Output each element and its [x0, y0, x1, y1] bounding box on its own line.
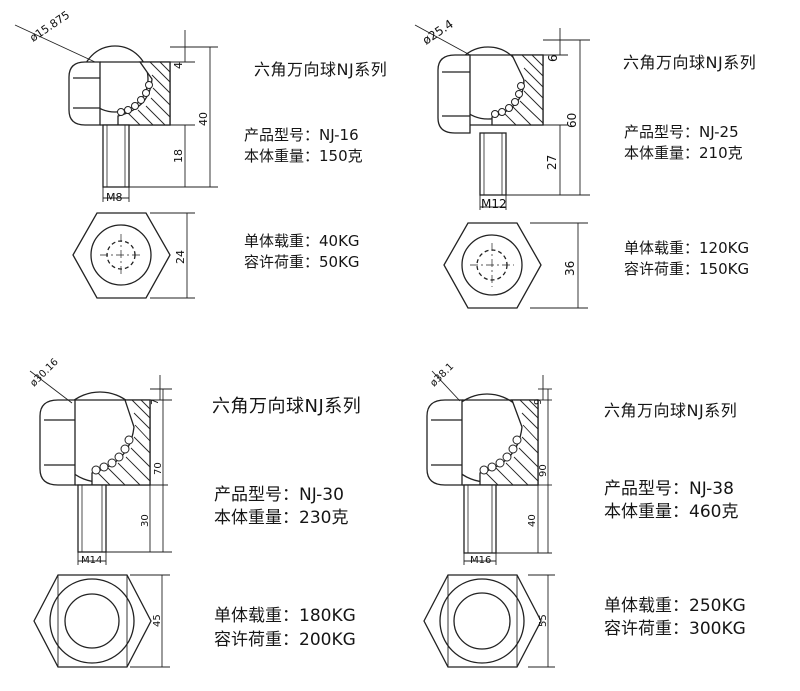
model-number: 产品型号：NJ-38 [604, 479, 734, 499]
single-load: 单体载重：120KG [624, 239, 750, 257]
dimension-lines [431, 370, 555, 668]
panel-nj-25: ø25.4 6 60 27 M12 36 六角万向球NJ系列 产品型号：NJ-2… [400, 0, 800, 345]
dim-hex: 45 [152, 614, 163, 627]
dim-thread-length: 40 [527, 514, 538, 527]
single-load: 单体载重：40KG [244, 232, 360, 250]
dimension-lines [414, 24, 590, 309]
series-title: 六角万向球NJ系列 [212, 396, 362, 417]
dim-hex: 36 [563, 261, 577, 276]
model-number: 产品型号：NJ-25 [624, 123, 739, 141]
hatching [127, 61, 171, 126]
hex-nut-side [426, 399, 463, 486]
hex-inner-circle [461, 234, 523, 296]
ball-top-circle [64, 593, 120, 649]
bearing-balls [117, 81, 153, 116]
nj-16-drawing: ø15.875 4 40 18 M8 24 [14, 8, 218, 299]
dim-thread: M12 [481, 197, 507, 211]
nj-38-drawing: ø38.1 9 90 40 M16 55 [423, 361, 555, 668]
dim-thread: M14 [81, 555, 102, 566]
bearing-balls [479, 435, 522, 475]
nj-30-drawing: ø30.16 7 70 30 M14 45 [28, 357, 172, 668]
dim-top: 6 [546, 54, 560, 62]
hatching [484, 399, 539, 486]
hatching [96, 399, 151, 486]
dim-hex: 24 [174, 250, 187, 264]
hex-nut-side [39, 399, 76, 486]
model-number: 产品型号：NJ-30 [214, 485, 344, 505]
body-weight: 本体重量：460克 [604, 502, 739, 522]
allowable-load: 容许荷重：50KG [244, 253, 360, 271]
allowable-load: 容许荷重：200KG [214, 630, 356, 650]
model-number: 产品型号：NJ-16 [244, 126, 359, 144]
hex-inner-circle [90, 224, 152, 286]
ball-top-circle [453, 592, 511, 650]
nj-25-drawing: ø25.4 6 60 27 M12 36 [414, 17, 590, 309]
body-weight: 本体重量：150克 [244, 147, 363, 165]
dim-height: 70 [153, 462, 164, 475]
series-title: 六角万向球NJ系列 [254, 60, 388, 79]
allowable-load: 容许荷重：150KG [624, 260, 750, 278]
hex-nut-side [437, 54, 471, 134]
panel-nj-16: ø15.875 4 40 18 M8 24 六角万向球NJ系列 产品型号：NJ-… [0, 0, 400, 345]
series-title: 六角万向球NJ系列 [623, 53, 757, 72]
dim-height: 40 [197, 112, 210, 126]
hex-inner-circle [439, 578, 525, 664]
bearing-balls [91, 435, 134, 475]
dim-thread-length: 18 [172, 149, 185, 163]
dim-hex: 55 [538, 614, 549, 627]
dim-ball-diameter: ø25.4 [420, 17, 456, 48]
hex-inner-circle [49, 578, 135, 664]
hex-top-view [443, 222, 542, 309]
hex-nut-side [68, 61, 101, 126]
dim-top: 4 [172, 62, 185, 69]
series-title: 六角万向球NJ系列 [604, 401, 738, 420]
hatching [501, 54, 544, 126]
dim-thread: M16 [470, 555, 491, 566]
dim-ball-diameter: ø38.1 [428, 361, 456, 389]
dim-thread: M8 [106, 191, 123, 204]
thread-shank [463, 484, 497, 554]
panel-nj-38: ø38.1 9 90 40 M16 55 六角万向球NJ系列 产品型号：NJ-3… [400, 345, 800, 691]
thread-shank [77, 484, 107, 553]
dimension-lines [14, 24, 218, 299]
bearing-balls [491, 82, 525, 118]
dim-ball-diameter: ø15.875 [27, 8, 72, 44]
hex-top-view [72, 212, 171, 299]
dim-top: 7 [150, 399, 161, 405]
dim-thread-length: 30 [140, 514, 151, 527]
body-weight: 本体重量：230克 [214, 508, 349, 528]
dim-height: 90 [538, 464, 549, 477]
dimension-lines [29, 370, 172, 668]
body-weight: 本体重量：210克 [624, 144, 743, 162]
single-load: 单体载重：180KG [214, 606, 356, 626]
panel-nj-30: ø30.16 7 70 30 M14 45 六角万向球NJ系列 产品型号：NJ-… [0, 345, 400, 691]
dim-height: 60 [565, 113, 579, 128]
dim-thread-length: 27 [545, 155, 559, 170]
allowable-load: 容许荷重：300KG [604, 619, 746, 639]
single-load: 单体载重：250KG [604, 596, 746, 616]
dim-top: 9 [533, 399, 544, 405]
